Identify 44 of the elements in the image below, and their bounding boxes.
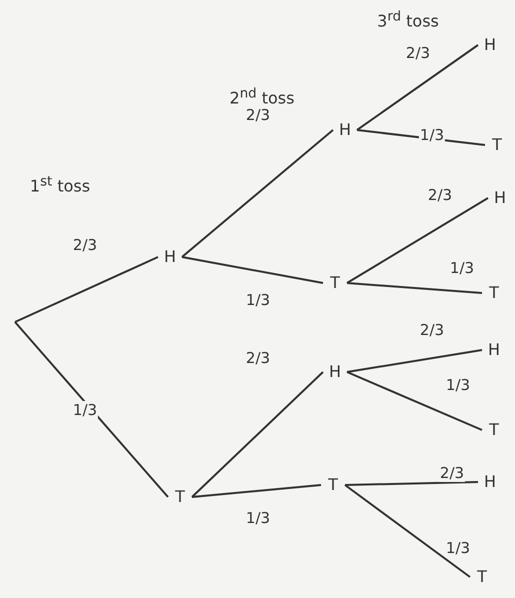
edge-label: 1/3 [444,376,472,394]
edge-label: 2/3 [72,236,98,254]
edge-label: 2/3 [426,186,454,204]
outcome-label: H [159,246,181,268]
branch-line [181,129,334,258]
edge-label: 1/3 [72,401,98,419]
edge-label: 1/3 [244,291,272,309]
edge-label: 1/3 [418,126,446,144]
edge-label: 2/3 [244,349,272,367]
outcome-label: T [471,566,493,588]
branch-line [346,349,482,373]
edge-label: 2/3 [404,44,432,62]
outcome-label: T [486,134,508,156]
edge-label: 2/3 [418,321,446,339]
branch-line [192,484,322,498]
branch-line [346,197,489,284]
branch-line [14,256,158,323]
level-heading: 1$^{st}$ toss [30,174,90,196]
outcome-label: T [324,272,346,294]
branch-line [356,44,479,131]
branch-line [344,484,471,578]
outcome-label: T [169,486,191,508]
level-heading: 2$^{nd}$ toss [230,86,294,108]
outcome-label: T [483,282,505,304]
outcome-label: H [489,187,511,209]
edge-label: 2/3 [244,106,272,124]
branch-line [346,371,482,431]
branch-line [14,321,169,498]
branch-line [191,371,324,498]
outcome-label: T [483,419,505,441]
outcome-label: H [479,34,501,56]
outcome-label: H [479,471,501,493]
branch-line [344,481,478,486]
outcome-label: T [322,474,344,496]
outcome-label: H [334,119,356,141]
edge-label: 2/3 [438,464,466,482]
outcome-label: H [483,339,505,361]
branch-line [346,282,482,294]
edge-label: 1/3 [244,509,272,527]
level-heading: 3$^{rd}$ toss [377,9,439,31]
outcome-label: H [324,361,346,383]
edge-label: 1/3 [448,259,476,277]
edge-label: 1/3 [444,539,472,557]
branch-line [182,256,324,284]
